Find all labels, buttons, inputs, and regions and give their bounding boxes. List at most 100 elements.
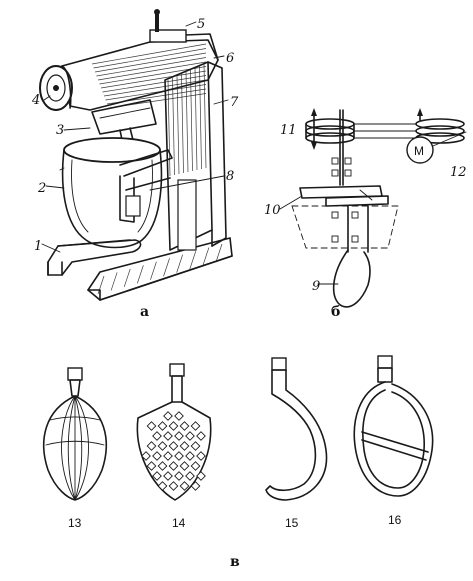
paddle-lattice-cell bbox=[168, 461, 179, 471]
kinematic-scheme: M bbox=[264, 108, 467, 320]
paddle-lattice-cell bbox=[190, 421, 201, 431]
paddle-lattice-cell bbox=[146, 441, 157, 451]
hatch-line bbox=[202, 247, 210, 266]
label-6: 6 bbox=[226, 51, 234, 66]
hatch-line bbox=[96, 57, 207, 77]
paddle-lattice-cell bbox=[179, 441, 190, 451]
hatch-line bbox=[106, 88, 207, 105]
paddle-lattice-cell bbox=[163, 451, 173, 461]
hatch-line bbox=[97, 275, 105, 295]
label-13: 13 bbox=[68, 516, 82, 530]
label-3: 3 bbox=[56, 123, 64, 138]
paddle-lattice-cell bbox=[179, 481, 190, 491]
hatch-line bbox=[163, 258, 170, 277]
caption-c: в bbox=[230, 554, 240, 570]
gear-plate bbox=[299, 185, 389, 207]
paddle-lattice-cell bbox=[179, 461, 190, 471]
pulley-set bbox=[305, 108, 465, 150]
hatch-line bbox=[185, 71, 189, 173]
motor: M bbox=[406, 131, 467, 164]
hatch-line bbox=[150, 261, 157, 280]
hatch-line bbox=[176, 254, 183, 273]
label-14: 14 bbox=[172, 516, 186, 530]
flat-beater-tool bbox=[353, 355, 434, 497]
paddle-lattice-cell bbox=[168, 421, 179, 431]
paddle-lattice-cell bbox=[174, 471, 184, 481]
paddle-lattice-cell bbox=[146, 461, 157, 471]
drive-shaft bbox=[331, 109, 352, 186]
hatch-line bbox=[203, 63, 207, 169]
paddle-lattice-cell bbox=[196, 451, 206, 461]
paddle-lattice-cell bbox=[190, 481, 201, 491]
mixer-column bbox=[164, 61, 227, 251]
label-7: 7 bbox=[230, 95, 239, 110]
label-8: 8 bbox=[226, 169, 234, 184]
paddle-lattice-cell bbox=[196, 431, 206, 441]
hatch-line bbox=[105, 84, 207, 101]
hatch-line bbox=[194, 67, 198, 171]
paddle-lattice-cell bbox=[168, 441, 179, 451]
mixer-head bbox=[61, 9, 219, 111]
hatch-line bbox=[94, 52, 207, 73]
paddle-lattice-cell bbox=[152, 431, 162, 441]
front-tray bbox=[47, 239, 142, 276]
hook-tool bbox=[265, 357, 328, 501]
paddle-lattice-cell bbox=[174, 451, 184, 461]
motor-symbol: M bbox=[414, 144, 424, 158]
paddle-lattice-cell bbox=[157, 461, 168, 471]
label-11: 11 bbox=[280, 123, 297, 138]
bowl-outline-dashed bbox=[291, 205, 399, 253]
paddle-tool bbox=[136, 363, 212, 501]
label-5: 5 bbox=[197, 17, 205, 32]
handwheel bbox=[39, 65, 73, 111]
label-10: 10 bbox=[264, 203, 281, 218]
hatch-line bbox=[181, 73, 184, 174]
paddle-lattice-cell bbox=[179, 421, 190, 431]
paddle-lattice-cell bbox=[174, 411, 184, 421]
paddle-lattice-cell bbox=[190, 461, 201, 471]
label-2: 2 bbox=[37, 181, 46, 196]
hatch-line bbox=[100, 70, 207, 89]
paddle-lattice-cell bbox=[185, 471, 195, 481]
beater-loop bbox=[317, 249, 371, 308]
mixer-base bbox=[87, 237, 233, 301]
label-15: 15 bbox=[285, 516, 299, 530]
paddle-lattice-cell bbox=[157, 421, 168, 431]
mixer-illustration: 1 2 3 4 5 6 7 8 а bbox=[31, 9, 239, 320]
paddle-lattice-cell bbox=[141, 451, 151, 461]
paddle-lattice-cell bbox=[152, 471, 162, 481]
paddle-lattice-cell bbox=[157, 481, 168, 491]
mixing-tools: 13 14 15 16 в bbox=[42, 355, 434, 570]
paddle-lattice-cell bbox=[146, 421, 157, 431]
hatch-line bbox=[103, 79, 207, 97]
paddle-lattice-cell bbox=[168, 481, 179, 491]
hatch-line bbox=[137, 265, 144, 284]
label-16: 16 bbox=[388, 513, 402, 527]
paddle-lattice-cell bbox=[185, 451, 195, 461]
label-4: 4 bbox=[31, 93, 40, 108]
mixing-bowl bbox=[59, 137, 173, 249]
caption-a: а bbox=[140, 304, 149, 320]
hatch-line bbox=[189, 251, 197, 270]
label-1: 1 bbox=[34, 239, 42, 254]
hatch-line bbox=[172, 77, 175, 176]
caption-b: б bbox=[331, 304, 340, 320]
panel-a-leader-lines bbox=[41, 21, 229, 253]
hatch-line bbox=[97, 61, 207, 81]
hatch-line bbox=[99, 66, 207, 85]
paddle-lattice-cell bbox=[174, 431, 184, 441]
hatch-line bbox=[199, 65, 202, 170]
paddle-lattice-cell bbox=[157, 441, 168, 451]
hatch-line bbox=[91, 43, 207, 65]
hatch-line bbox=[110, 272, 118, 291]
hatch-line bbox=[123, 268, 131, 287]
hatch-line bbox=[102, 75, 207, 93]
label-9: 9 bbox=[312, 279, 320, 294]
paddle-lattice-cell bbox=[190, 441, 201, 451]
paddle-lattice-cell bbox=[196, 471, 206, 481]
paddle-lattice-cell bbox=[152, 451, 162, 461]
paddle-lattice-cell bbox=[163, 471, 173, 481]
label-12: 12 bbox=[450, 165, 467, 180]
hatch-line bbox=[215, 243, 223, 263]
hatch-line bbox=[93, 48, 207, 69]
